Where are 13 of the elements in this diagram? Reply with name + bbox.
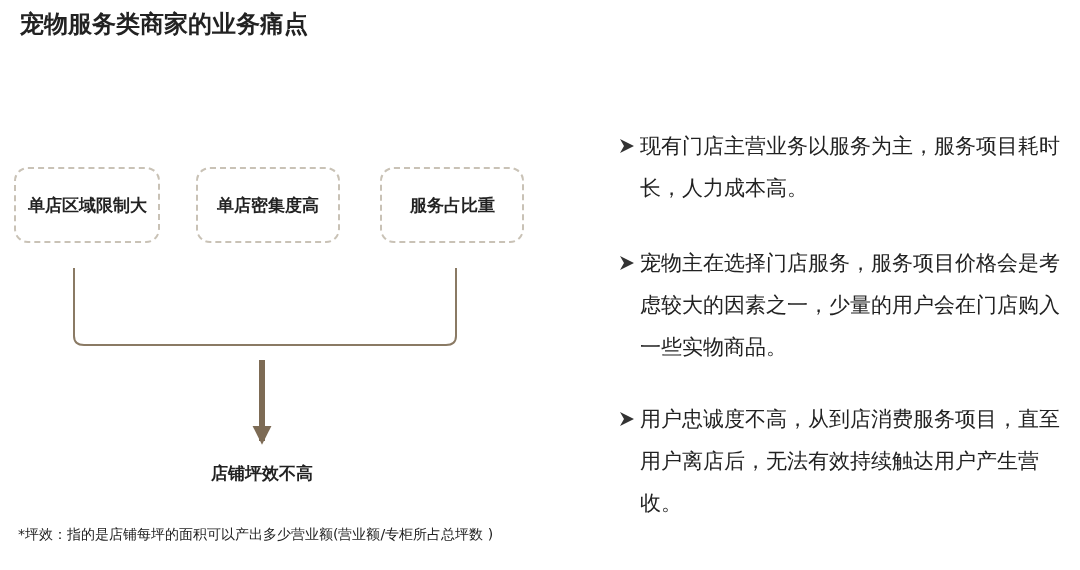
- dashed-box: [196, 167, 340, 243]
- dashed-box: [14, 167, 160, 243]
- bullet-text: 用户忠诚度不高，从到店消费服务项目，直至用户离店后，无法有效持续触达用户产生营收。: [640, 406, 1061, 517]
- bullet-text: 现有门店主营业务以服务为主，服务项目耗时长，人力成本高。: [640, 133, 1061, 202]
- footnote: *坪效：指的是店铺每坪的面积可以产出多少营业额(营业额/专柜所占总坪数 ): [18, 526, 494, 544]
- arrow: [252, 360, 272, 445]
- node-text: 单店区域限制大: [27, 193, 147, 217]
- dashed-box: [380, 167, 524, 243]
- node-text: 店铺坪效不高: [211, 461, 313, 485]
- title: 宠物服务类商家的业务痛点: [20, 9, 308, 40]
- bullet-text: 宠物主在选择门店服务，服务项目价格会是考虑较大的因素之一，少量的用户会在门店购入一些实物商品。: [640, 250, 1061, 361]
- node-text: 服务占比重: [409, 193, 495, 217]
- node-text: 单店密集度高: [217, 193, 319, 217]
